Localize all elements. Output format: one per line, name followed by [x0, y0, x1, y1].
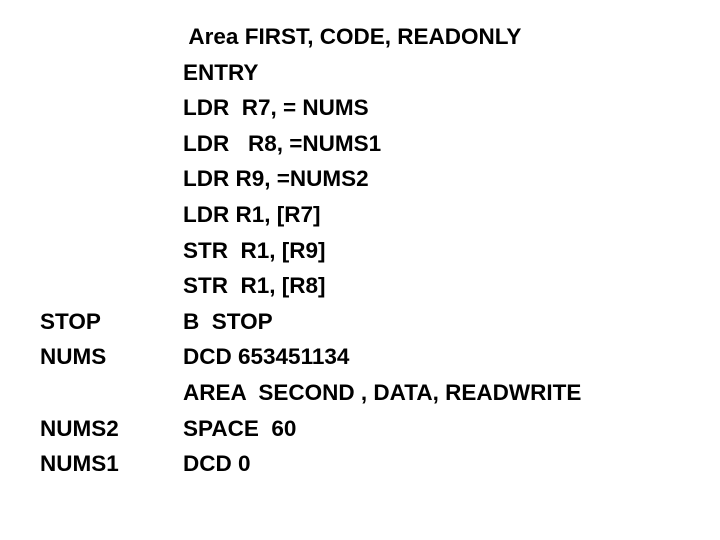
instruction-text: B STOP [183, 308, 273, 334]
instruction-text: LDR R8, =NUMS1 [183, 130, 382, 156]
instruction-text: LDR R1, [R7] [183, 201, 321, 227]
symbol-label: STOP [40, 308, 101, 334]
instruction-text: LDR R9, =NUMS2 [183, 166, 369, 192]
instruction-text: Area FIRST, CODE, READONLY [183, 24, 522, 49]
code-line: Area FIRST, CODE, READONLY [0, 19, 720, 55]
assembly-code-listing: Area FIRST, CODE, READONLY ENTRY LDR R7,… [0, 19, 720, 482]
code-line: ENTRY [0, 55, 720, 91]
instruction-text: AREA SECOND , DATA, READWRITE [183, 379, 582, 405]
instruction-text: STR R1, [R8] [183, 273, 326, 299]
code-line: LDR R7, = NUMS [0, 90, 720, 126]
instruction-text: STR R1, [R9] [183, 237, 326, 263]
symbol-label: NUMS2 [40, 415, 119, 441]
symbol-label: NUMS1 [40, 451, 119, 477]
instruction-text: DCD 653451134 [183, 344, 350, 370]
code-line: LDR R8, =NUMS1 [0, 126, 720, 162]
code-line: LDR R9, =NUMS2 [0, 161, 720, 197]
code-line: NUMS2 SPACE 60 [0, 411, 720, 447]
instruction-text: SPACE 60 [183, 415, 297, 441]
code-line: STR R1, [R9] [0, 233, 720, 269]
code-line: STR R1, [R8] [0, 268, 720, 304]
code-line: LDR R1, [R7] [0, 197, 720, 233]
code-line: NUMS DCD 653451134 [0, 339, 720, 375]
code-line: AREA SECOND , DATA, READWRITE [0, 375, 720, 411]
code-line: NUMS1 DCD 0 [0, 446, 720, 482]
instruction-text: DCD 0 [183, 451, 251, 477]
instruction-text: ENTRY [183, 59, 259, 85]
instruction-text: LDR R7, = NUMS [183, 95, 369, 121]
symbol-label: NUMS [40, 344, 107, 370]
code-line: STOP B STOP [0, 304, 720, 340]
